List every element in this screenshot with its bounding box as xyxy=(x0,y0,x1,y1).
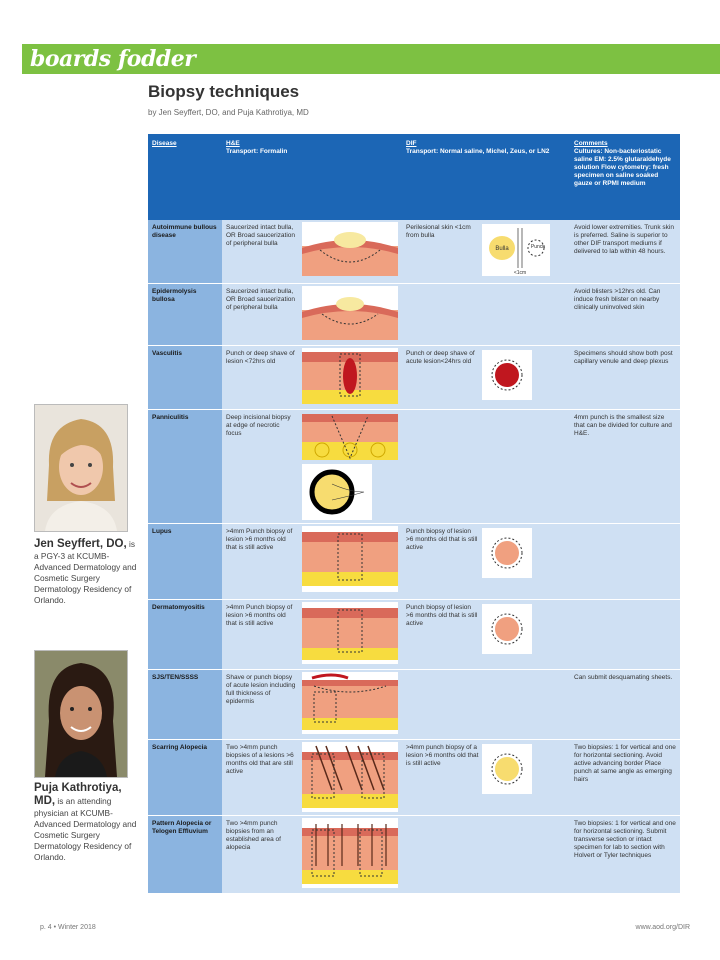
he-cell: >4mm Punch biopsy of lesion >6 months ol… xyxy=(222,523,300,600)
table-row: SJS/TEN/SSSS Shave or punch biopsy of ac… xyxy=(148,669,680,740)
dif-text: >4mm punch biopsy of a lesion >6 months … xyxy=(406,744,479,767)
table-row: Panniculitis Deep incisional biopsy at e… xyxy=(148,409,680,524)
dif-cell xyxy=(402,815,570,894)
table-row: Lupus >4mm Punch biopsy of lesion >6 mon… xyxy=(148,523,680,600)
dif-illustration xyxy=(482,744,532,797)
footer-url: www.aod.org/DIR xyxy=(635,924,690,931)
table-row: Vasculitis Punch or deep shave of lesion… xyxy=(148,345,680,410)
he-illustration xyxy=(300,283,402,346)
bulla-label: Bulla xyxy=(495,246,509,252)
distance-label: <1cm xyxy=(514,270,526,276)
disease-cell: Lupus xyxy=(148,523,222,600)
header-disease: Disease xyxy=(148,134,222,220)
he-illustration xyxy=(300,220,402,284)
author-name: Puja Kathrotiya, MD, xyxy=(34,782,122,807)
he-illustration xyxy=(300,523,402,600)
dif-illustration xyxy=(482,528,532,581)
byline: by Jen Seyffert, DO, and Puja Kathrotiya… xyxy=(148,108,309,117)
dif-cell: Punch biopsy of lesion >6 months old tha… xyxy=(402,523,570,600)
comments-cell: Can submit desquamating sheets. xyxy=(570,669,680,740)
disease-cell: Vasculitis xyxy=(148,345,222,410)
he-cell: Two >4mm punch biopsies from an establis… xyxy=(222,815,300,894)
banner-title: boards fodder xyxy=(30,46,196,72)
section-banner: boards fodder xyxy=(22,44,720,74)
he-cell: Two >4mm punch biopsies of a lesions >6 … xyxy=(222,739,300,816)
table-row: Autoimmune bullous disease Saucerized in… xyxy=(148,220,680,284)
disease-cell: SJS/TEN/SSSS xyxy=(148,669,222,740)
author-bio: is an attending physician at KCUMB-Advan… xyxy=(34,796,137,862)
dif-cell xyxy=(402,669,570,740)
footer-page-info: p. 4 • Winter 2018 xyxy=(40,924,96,931)
dif-illustration xyxy=(482,350,532,403)
table-row: Epidermolysis bullosa Saucerized intact … xyxy=(148,283,680,346)
disease-cell: Pattern Alopecia or Telogen Effluvium xyxy=(148,815,222,894)
he-illustration xyxy=(300,409,402,524)
dif-text: Punch biopsy of lesion >6 months old tha… xyxy=(406,528,478,551)
comments-cell xyxy=(570,523,680,600)
author-bio: is a PGY-3 at KCUMB-Advanced Dermatology… xyxy=(34,539,137,605)
author-bio-kathrotiya: Puja Kathrotiya, MD, is an attending phy… xyxy=(34,782,138,863)
he-cell: Shave or punch biopsy of acute lesion in… xyxy=(222,669,300,740)
dif-text: Punch or deep shave of acute lesion<24hr… xyxy=(406,350,475,365)
dif-illustration: Bulla Punch <1cm xyxy=(482,224,550,279)
dif-illustration xyxy=(482,604,532,657)
he-illustration xyxy=(300,815,402,894)
he-cell: >4mm Punch biopsy of lesion >6 months ol… xyxy=(222,599,300,670)
author-name: Jen Seyffert, DO, xyxy=(34,538,127,550)
dif-cell xyxy=(402,283,570,346)
dif-cell xyxy=(402,409,570,524)
comments-cell: Specimens should show both post capillar… xyxy=(570,345,680,410)
punch-label: Punch xyxy=(531,244,545,250)
he-cell: Saucerized intact bulla, OR Broad saucer… xyxy=(222,220,300,284)
comments-cell: 4mm punch is the smallest size that can … xyxy=(570,409,680,524)
disease-cell: Epidermolysis bullosa xyxy=(148,283,222,346)
comments-cell: Two biopsies: 1 for vertical and one for… xyxy=(570,739,680,816)
he-cell: Deep incisional biopsy at edge of necrot… xyxy=(222,409,300,524)
author-photo-seyffert xyxy=(34,404,128,532)
dif-cell: Perilesional skin <1cm from bulla Bulla … xyxy=(402,220,570,284)
dif-cell: >4mm punch biopsy of a lesion >6 months … xyxy=(402,739,570,816)
he-illustration xyxy=(300,739,402,816)
dif-text: Punch biopsy of lesion >6 months old tha… xyxy=(406,604,478,627)
disease-cell: Scarring Alopecia xyxy=(148,739,222,816)
dif-cell: Punch or deep shave of acute lesion<24hr… xyxy=(402,345,570,410)
disease-cell: Panniculitis xyxy=(148,409,222,524)
comments-cell xyxy=(570,599,680,670)
author-photo-kathrotiya xyxy=(34,650,128,778)
comments-cell: Two biopsies: 1 for vertical and one for… xyxy=(570,815,680,894)
dif-cell: Punch biopsy of lesion >6 months old tha… xyxy=(402,599,570,670)
comments-cell: Avoid blisters >12hrs old. Can induce fr… xyxy=(570,283,680,346)
disease-cell: Autoimmune bullous disease xyxy=(148,220,222,284)
he-cell: Punch or deep shave of lesion <72hrs old xyxy=(222,345,300,410)
table-row: Scarring Alopecia Two >4mm punch biopsie… xyxy=(148,739,680,816)
he-illustration xyxy=(300,669,402,740)
author-bio-seyffert: Jen Seyffert, DO, is a PGY-3 at KCUMB-Ad… xyxy=(34,538,138,606)
table-row: Dermatomyositis >4mm Punch biopsy of les… xyxy=(148,599,680,670)
page-title: Biopsy techniques xyxy=(148,82,300,101)
table-row: Pattern Alopecia or Telogen Effluvium Tw… xyxy=(148,815,680,894)
he-illustration xyxy=(300,345,402,410)
disease-cell: Dermatomyositis xyxy=(148,599,222,670)
he-illustration xyxy=(300,599,402,670)
he-cell: Saucerized intact bulla, OR Broad saucer… xyxy=(222,283,300,346)
dif-text: Perilesional skin <1cm from bulla xyxy=(406,224,471,239)
comments-cell: Avoid lower extremities. Trunk skin is p… xyxy=(570,220,680,284)
